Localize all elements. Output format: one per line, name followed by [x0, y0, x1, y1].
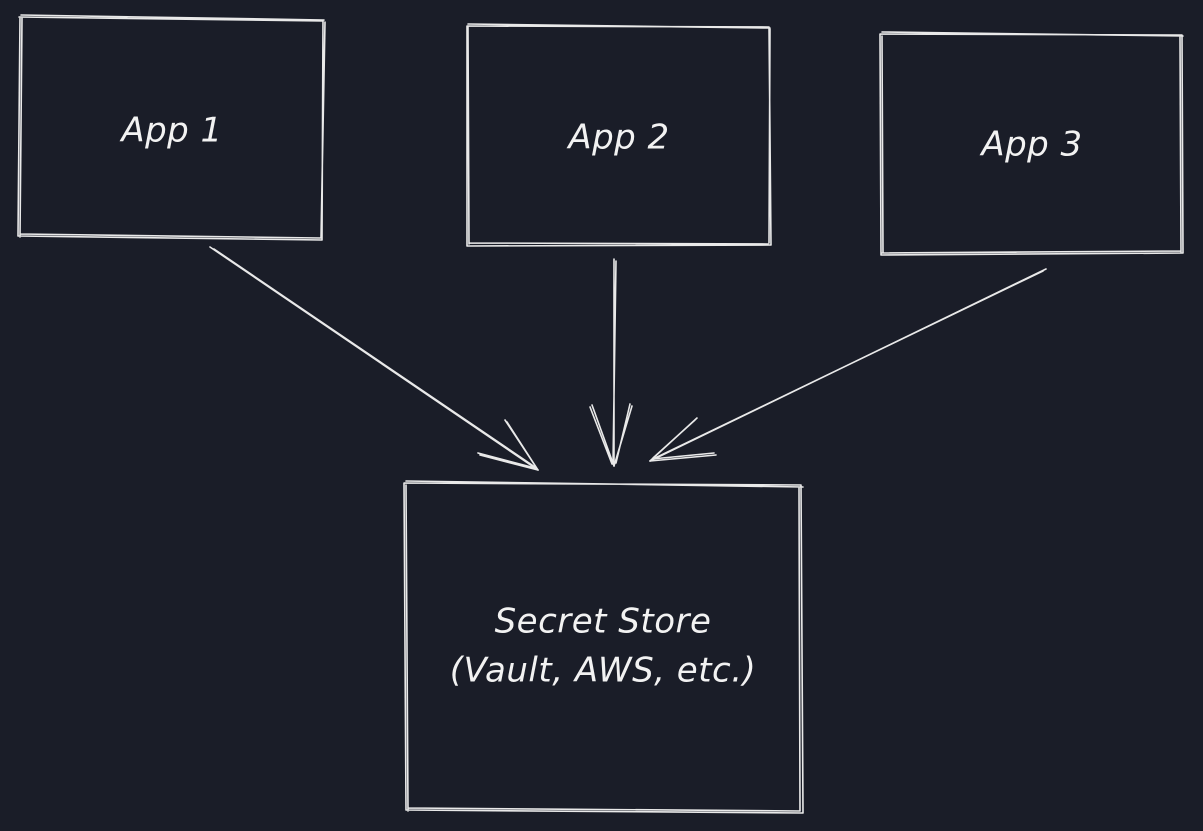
arrow-app3-to-store	[649, 268, 1047, 462]
app-1-node[interactable]: App 1	[17, 14, 326, 241]
secret-store-node[interactable]: Secret Store (Vault, AWS, etc.)	[403, 480, 804, 814]
app-3-node[interactable]: App 3	[879, 31, 1184, 256]
app-1-label: App 1	[119, 111, 222, 151]
arrow-shaft	[649, 268, 1047, 462]
app-3-box	[879, 31, 1184, 256]
secret-store-title: Secret Store	[495, 602, 712, 642]
arrow-head	[649, 417, 717, 462]
arrow-head	[477, 419, 539, 471]
secret-store-box	[403, 480, 804, 814]
app-2-box	[466, 23, 772, 247]
arrow-app2-to-store	[589, 258, 633, 467]
arrow-app1-to-store	[209, 246, 539, 471]
arrow-head	[589, 403, 633, 467]
arrow-shaft	[612, 258, 617, 467]
app-3-label: App 3	[979, 125, 1082, 165]
arrow-shaft	[209, 246, 539, 471]
app-1-box	[17, 14, 326, 241]
secret-store-subtitle: (Vault, AWS, etc.)	[450, 651, 757, 691]
app-2-label: App 2	[566, 118, 669, 158]
app-2-node[interactable]: App 2	[466, 23, 772, 247]
